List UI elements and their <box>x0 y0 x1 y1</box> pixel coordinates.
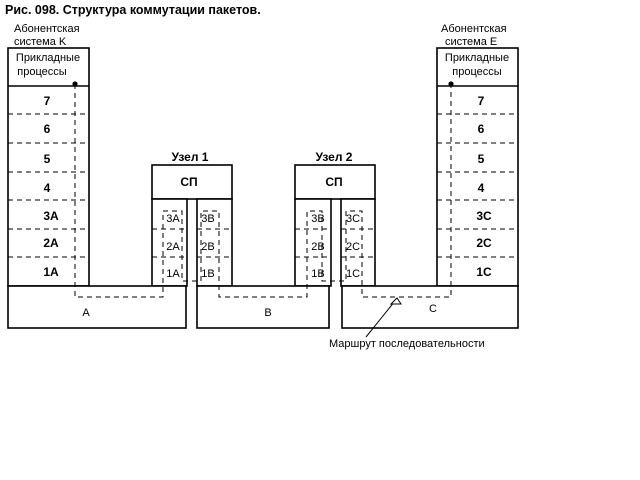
network-c-label: C <box>429 303 437 315</box>
node-2-sp: СП <box>325 175 342 189</box>
node-1: Узел 1 СП 3A 2A 1A 3B 2B 1B <box>151 150 233 287</box>
system-k-label-line2: система K <box>14 36 67 48</box>
route-end-dot <box>448 81 454 87</box>
node-2-title: Узел 2 <box>316 150 353 164</box>
route-label: Маршрут последовательности <box>329 338 485 350</box>
system-k-layer-3a: 3A <box>43 209 59 223</box>
route-path <box>72 81 454 298</box>
system-k-layer-5: 5 <box>44 152 51 166</box>
node-2-left-layer-3b: 3B <box>311 213 324 225</box>
node-1-right-layer-2b: 2B <box>201 241 214 253</box>
network-a-label: A <box>82 307 90 319</box>
route-start-dot <box>72 81 78 87</box>
system-e-layer-6: 6 <box>478 122 485 136</box>
route-pointer: Маршрут последовательности <box>329 297 485 350</box>
node-2-left-layer-2b: 2B <box>311 241 324 253</box>
network-b-label: B <box>264 307 271 319</box>
system-e-layer-4: 4 <box>478 181 485 195</box>
system-k-layer-6: 6 <box>44 122 51 136</box>
node-1-title: Узел 1 <box>172 150 209 164</box>
node-1-left-layer-2a: 2A <box>166 241 180 253</box>
system-e-layer-5: 5 <box>478 152 485 166</box>
node-1-sp: СП <box>180 175 197 189</box>
system-k-layer-2a: 2A <box>43 236 59 250</box>
system-e-label-line2: система E <box>445 36 497 48</box>
system-e-layer-7: 7 <box>478 94 485 108</box>
node-2-right-layer-3c: 3C <box>346 213 360 225</box>
system-k-label-line1: Абонентская <box>14 23 80 35</box>
system-e-apps-line2: процессы <box>452 66 501 78</box>
node-1-right-layer-3b: 3B <box>201 213 214 225</box>
system-e-label-line1: Абонентская <box>441 23 507 35</box>
network-b: B <box>196 285 330 329</box>
system-e-apps-line1: Прикладные <box>445 52 509 64</box>
system-k-layer-4: 4 <box>44 181 51 195</box>
subscriber-system-e: Абонентская система E Прикладные процесс… <box>436 23 519 287</box>
route-arrow-icon <box>389 297 402 305</box>
system-e-layer-2c: 2C <box>476 236 492 250</box>
system-k-layer-7: 7 <box>44 94 51 108</box>
system-e-layer-1c: 1C <box>476 265 492 279</box>
network-a: A <box>7 285 187 329</box>
node-2-left-layer-1b: 1B <box>311 268 324 280</box>
figure-title: Рис. 098. Структура коммутации пакетов. <box>5 3 261 17</box>
subscriber-system-k: Абонентская система K Прикладные процесс… <box>7 23 90 287</box>
system-k-apps-line1: Прикладные <box>16 52 80 64</box>
system-e-layer-3c: 3C <box>476 209 492 223</box>
system-k-apps-line2: процессы <box>17 66 66 78</box>
node-1-left-layer-1a: 1A <box>166 268 180 280</box>
node-1-left-layer-3a: 3A <box>166 213 180 225</box>
network-c: C <box>341 285 519 329</box>
node-2: Узел 2 СП 3B 2B 1B 3C 2C 1C <box>294 150 376 287</box>
node-2-right-layer-2c: 2C <box>346 241 360 253</box>
node-2-right-layer-1c: 1C <box>346 268 360 280</box>
system-k-layer-1a: 1A <box>43 265 59 279</box>
node-1-right-layer-1b: 1B <box>201 268 214 280</box>
